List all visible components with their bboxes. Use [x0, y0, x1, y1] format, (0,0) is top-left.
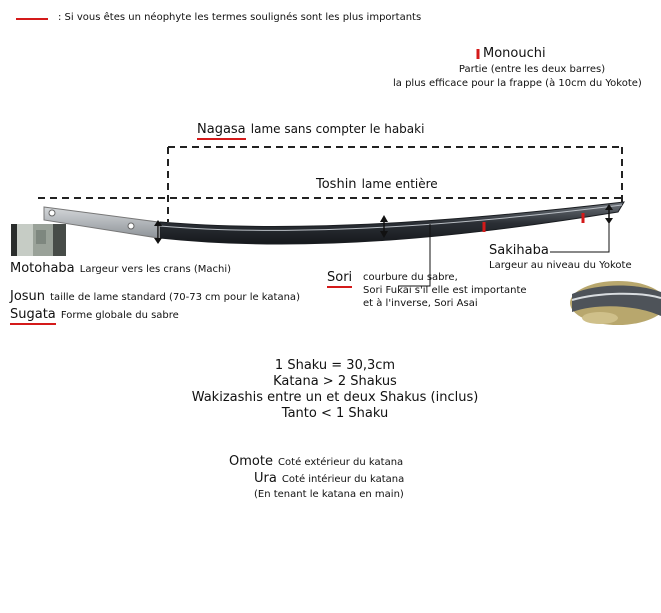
legend-text: : Si vous êtes un néophyte les termes so…: [58, 12, 422, 23]
sori-term: Sori: [327, 270, 353, 288]
ura-term: Ura: [254, 471, 277, 486]
sugata-term: Sugata: [10, 307, 56, 325]
sugata-label: Sugata Forme globale du sabre: [10, 303, 179, 325]
omote-term: Omote: [229, 454, 273, 469]
motohaba-term: Motohaba: [10, 261, 75, 276]
tang-hole: [48, 209, 56, 217]
ura-desc: Coté intérieur du katana: [281, 474, 405, 485]
sakihaba-arrowhead-top: [605, 204, 613, 210]
monouchi-title: Monouchi: [483, 46, 546, 61]
nagasa-term: Nagasa: [197, 122, 246, 140]
sori-line2: Sori Fukai s'il elle est importante: [363, 285, 527, 296]
yokote-photo: [568, 274, 661, 326]
monouchi-line1: Partie (entre les deux barres): [458, 64, 606, 75]
nagasa-desc: lame sans compter le habaki: [250, 122, 425, 136]
motohaba-photo: [11, 224, 66, 256]
tang-hole-2: [127, 222, 135, 230]
josun-label: Josun taille de lame standard (70-73 cm …: [10, 285, 300, 304]
sori-arrowhead-top: [380, 215, 388, 222]
motohaba-arrowhead-bottom: [154, 238, 162, 244]
measure-line-2: Katana > 2 Shakus: [273, 374, 397, 389]
nagasa-label: Nagasa lame sans compter le habaki: [197, 118, 425, 140]
sori-leader: [398, 224, 431, 287]
sakihaba-desc: Largeur au niveau du Yokote: [489, 260, 632, 271]
sides-note: (En tenant le katana en main): [254, 489, 404, 500]
blade: [159, 201, 625, 245]
measure-line-4: Tanto < 1 Shaku: [281, 406, 389, 421]
motohaba-arrowhead-top: [154, 220, 162, 226]
toshin-label: Toshin lame entière: [316, 173, 438, 192]
motohaba-label: Motohaba Largeur vers les crans (Machi): [10, 257, 231, 276]
omote-desc: Coté extérieur du katana: [278, 457, 404, 468]
blade-edge-line: [159, 204, 623, 231]
sakihaba-arrowhead-bottom: [605, 218, 613, 224]
sori-line1: courbure du sabre,: [363, 272, 458, 283]
measures-block: 1 Shaku = 30,3cm Katana > 2 Shakus Wakiz…: [150, 358, 520, 422]
omote-label: Omote Coté extérieur du katana: [229, 450, 403, 469]
monouchi-line2: la plus efficace pour la frappe (à 10cm …: [393, 78, 642, 89]
sakihaba-term: Sakihaba: [489, 243, 549, 258]
sori-arrowhead-bottom: [380, 231, 388, 238]
measure-line-1: 1 Shaku = 30,3cm: [274, 358, 396, 373]
josun-desc: taille de lame standard (70-73 cm pour l…: [50, 292, 300, 303]
josun-term: Josun: [10, 289, 46, 304]
sori-line3: et à l'inverse, Sori Asai: [363, 298, 478, 309]
ura-label: Ura Coté intérieur du katana: [254, 467, 404, 486]
toshin-term: Toshin: [316, 177, 357, 192]
sakihaba-leader: [550, 222, 610, 253]
measure-line-3: Wakizashis entre un et deux Shakus (incl…: [191, 390, 479, 405]
sugata-desc: Forme globale du sabre: [60, 310, 179, 321]
motohaba-desc: Largeur vers les crans (Machi): [79, 264, 232, 275]
toshin-desc: lame entière: [361, 177, 438, 191]
